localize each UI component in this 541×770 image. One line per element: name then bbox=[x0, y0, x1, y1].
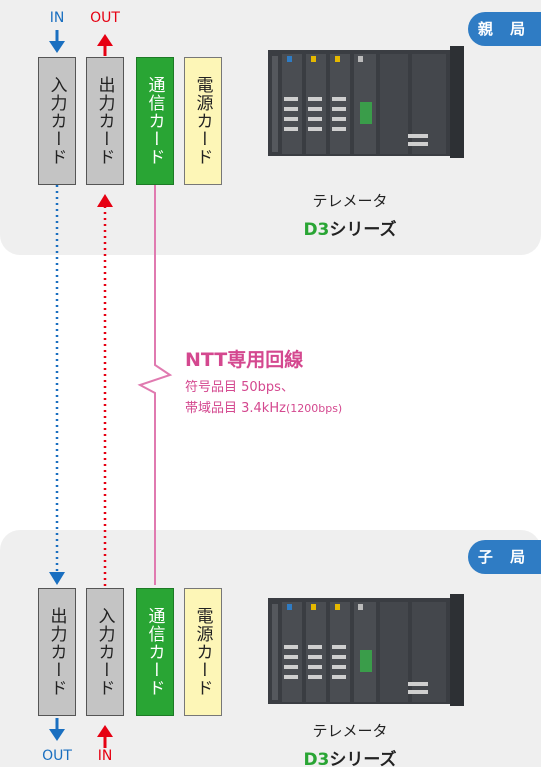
child-card-2: 入力カード bbox=[86, 588, 124, 716]
ntt-line-title: NTT専用回線 bbox=[185, 349, 304, 371]
parent-device-name: テレメータ bbox=[312, 192, 388, 210]
parent-card-1: 入力カード bbox=[38, 57, 76, 185]
parent-in-arrow bbox=[49, 30, 65, 53]
input-signal-path bbox=[49, 185, 65, 585]
child-io-label-in: IN bbox=[97, 748, 113, 764]
card-label: 出力カード bbox=[94, 76, 115, 166]
child-station-badge: 子 局 bbox=[468, 540, 541, 574]
series-rest: シリーズ bbox=[329, 750, 397, 770]
ntt-line-spec-2-rate: (1200bps) bbox=[285, 402, 343, 415]
parent-out-arrow bbox=[97, 34, 113, 56]
ntt-line-spec-2: 帯域品目 3.4kHz(1200bps) bbox=[185, 397, 342, 416]
parent-series-name: D3シリーズ bbox=[270, 215, 430, 240]
parent-station-badge: 親 局 bbox=[468, 12, 541, 46]
card-label: 通信カード bbox=[144, 76, 165, 166]
parent-io-label-in: IN bbox=[49, 10, 65, 26]
card-label: 電源カード bbox=[192, 76, 213, 166]
series-rest: シリーズ bbox=[329, 220, 397, 240]
child-out-arrow bbox=[49, 718, 65, 741]
parent-device-caption: テレメータ D3シリーズ bbox=[270, 190, 430, 240]
card-label: 通信カード bbox=[144, 607, 165, 697]
child-device-caption: テレメータ D3シリーズ bbox=[270, 720, 430, 770]
child-card-3: 通信カード bbox=[136, 588, 174, 716]
series-accent: D3 bbox=[303, 750, 330, 770]
child-device-name: テレメータ bbox=[312, 722, 388, 740]
parent-io-label-out: OUT bbox=[90, 10, 120, 26]
card-label: 入力カード bbox=[94, 607, 115, 697]
child-card-1: 出力カード bbox=[38, 588, 76, 716]
child-io-label-out: OUT bbox=[42, 748, 72, 764]
ntt-line bbox=[137, 185, 173, 585]
card-label: 出力カード bbox=[46, 607, 67, 697]
telemeter-device-image bbox=[268, 594, 464, 706]
parent-card-3: 通信カード bbox=[136, 57, 174, 185]
child-series-name: D3シリーズ bbox=[270, 745, 430, 770]
card-label: 入力カード bbox=[46, 76, 67, 166]
output-signal-path bbox=[97, 194, 113, 588]
parent-card-2: 出力カード bbox=[86, 57, 124, 185]
telemeter-device-image bbox=[268, 46, 464, 158]
parent-card-4: 電源カード bbox=[184, 57, 222, 185]
ntt-line-spec-1: 符号品目 50bps、 bbox=[185, 380, 294, 395]
ntt-line-spec-2-main: 帯域品目 3.4kHz bbox=[185, 401, 286, 416]
series-accent: D3 bbox=[303, 220, 330, 240]
child-in-arrow bbox=[97, 725, 113, 748]
card-label: 電源カード bbox=[192, 607, 213, 697]
ntt-line-label: NTT専用回線 符号品目 50bps、 帯域品目 3.4kHz(1200bps) bbox=[185, 345, 342, 416]
child-card-4: 電源カード bbox=[184, 588, 222, 716]
